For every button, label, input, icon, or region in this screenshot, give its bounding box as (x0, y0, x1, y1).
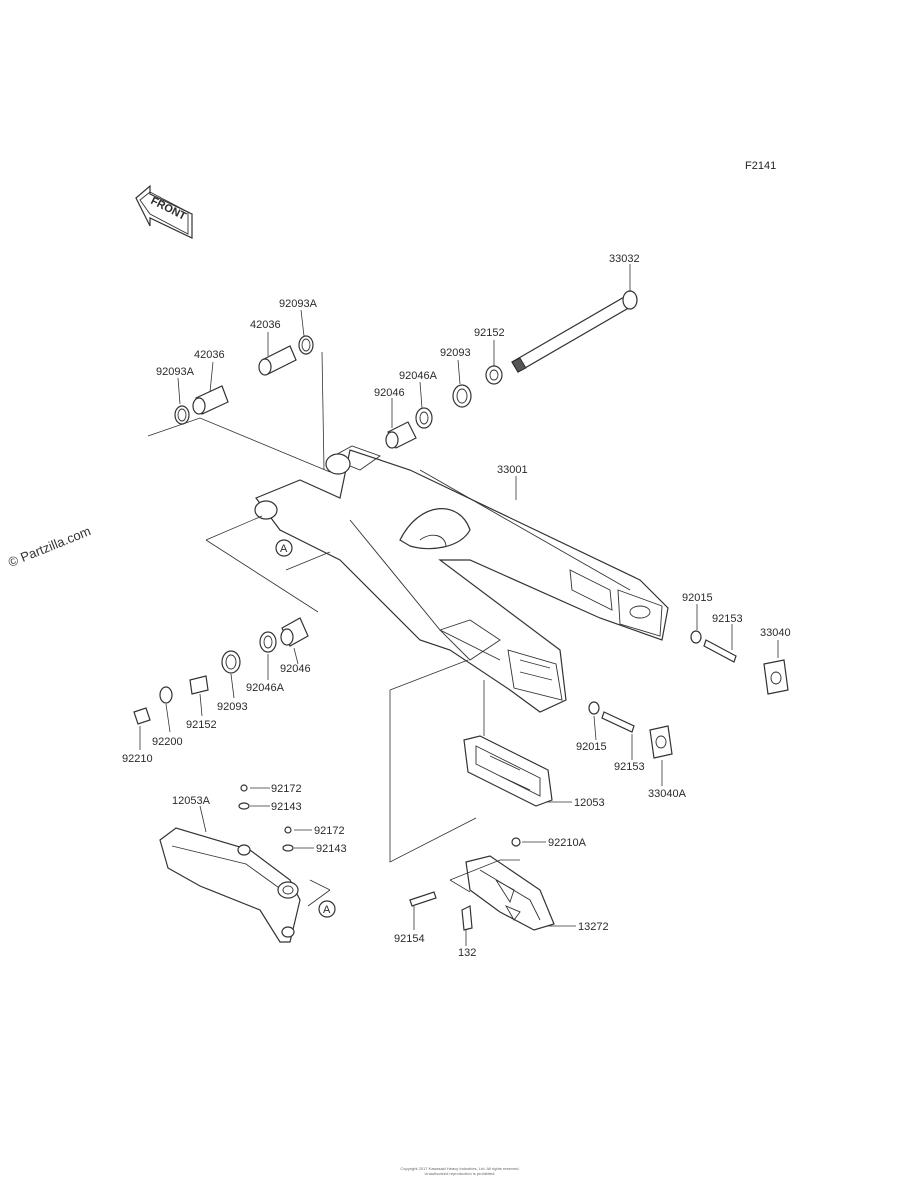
front-arrow-icon: FRONT (135, 184, 193, 239)
label-92152-low: 92152 (186, 719, 217, 731)
label-92046a-top: 92046A (399, 370, 438, 382)
label-33040a: 33040A (648, 788, 687, 800)
copyright-line-1: Copyright 2017 Kawasaki Heavy Industries… (400, 1166, 520, 1171)
callout-a-lower-label: A (323, 904, 331, 916)
label-92015-right: 92015 (682, 592, 713, 604)
label-92046-low: 92046 (280, 663, 311, 675)
label-132: 132 (458, 947, 476, 959)
label-92046a-low: 92046A (246, 682, 285, 694)
upper-pivot-parts (174, 335, 503, 449)
leader-lines (139, 264, 779, 946)
label-12053: 12053 (574, 797, 605, 809)
copyright-line-2: Unauthorized reproduction is prohibited. (424, 1171, 496, 1176)
callout-a-lower: A (318, 900, 336, 918)
label-92093-top: 92093 (440, 347, 471, 359)
swingarm-body (254, 445, 669, 713)
label-33001: 33001 (497, 464, 528, 476)
label-92154: 92154 (394, 933, 425, 945)
label-92153-low: 92153 (614, 761, 645, 773)
label-33032: 33032 (609, 253, 640, 265)
label-92093a-left: 92093A (156, 366, 195, 378)
lower-pivot-parts (133, 617, 309, 725)
label-92046-top: 92046 (374, 387, 405, 399)
label-42036-left: 42036 (194, 349, 225, 361)
chain-adjuster-parts (588, 630, 789, 759)
label-13272: 13272 (578, 921, 609, 933)
callout-a-upper-label: A (280, 543, 288, 555)
figure-code: F2141 (745, 160, 777, 172)
pivot-shaft (511, 290, 638, 373)
label-92172-a: 92172 (271, 783, 302, 795)
chain-guide (159, 827, 301, 943)
guide-lines (147, 351, 520, 907)
label-92093-low: 92093 (217, 701, 248, 713)
label-92093a-top: 92093A (279, 298, 318, 310)
part-labels: 33032 92093A 42036 42036 92093A 92152 92… (122, 253, 791, 959)
label-92210: 92210 (122, 753, 153, 765)
label-92143-b: 92143 (316, 843, 347, 855)
chain-slider (463, 735, 553, 807)
label-42036-top: 42036 (250, 319, 281, 331)
label-92210a: 92210A (548, 837, 587, 849)
chain-guard-plate (238, 784, 555, 931)
label-92015-low: 92015 (576, 741, 607, 753)
label-33040: 33040 (760, 627, 791, 639)
callout-a-upper: A (275, 539, 293, 557)
label-92153-right: 92153 (712, 613, 743, 625)
copyright-notice: Copyright 2017 Kawasaki Heavy Industries… (300, 1166, 620, 1176)
label-92143-a: 92143 (271, 801, 302, 813)
label-12053a: 12053A (172, 795, 211, 807)
label-92152-top: 92152 (474, 327, 505, 339)
label-92172-b: 92172 (314, 825, 345, 837)
label-92200: 92200 (152, 736, 183, 748)
